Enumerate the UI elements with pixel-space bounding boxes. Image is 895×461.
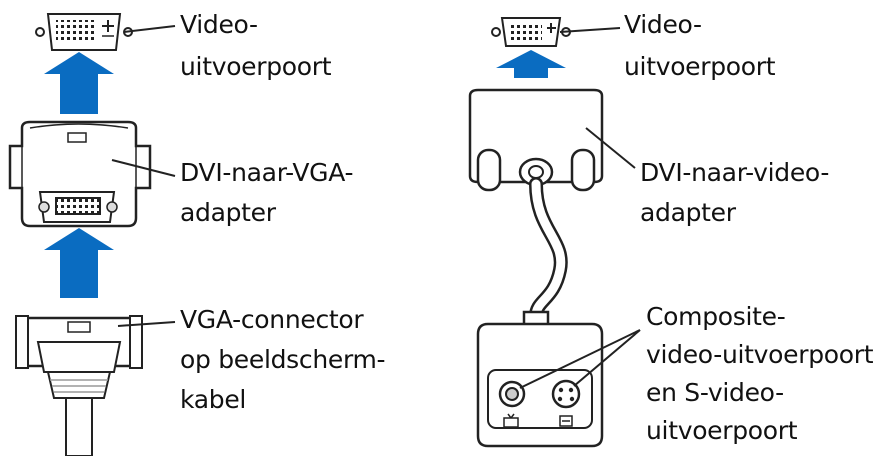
right-port-callout-line xyxy=(559,27,621,33)
left-vga-connector-icon xyxy=(15,315,143,457)
right-dvi-to-video-adapter-icon xyxy=(468,88,604,192)
right-adapter-callout-line xyxy=(585,127,636,169)
right-arrow xyxy=(496,50,566,78)
right-adapter-label-line2: adapter xyxy=(640,198,736,227)
outputs-label-line4: uitvoerpoort xyxy=(646,416,798,445)
left-port-label-line2: uitvoerpoort xyxy=(180,52,332,81)
left-lower-arrow xyxy=(44,228,114,298)
left-adapter-label-line2: adapter xyxy=(180,198,276,227)
outputs-label-line1: Composite- xyxy=(646,302,786,331)
left-connector-label-line1: VGA-connector xyxy=(180,305,364,334)
outputs-label-line2: video-uitvoerpoort xyxy=(646,340,874,369)
right-port-label-line1: Video- xyxy=(624,10,702,39)
right-dvi-port-icon xyxy=(491,17,571,47)
right-port-label-line2: uitvoerpoort xyxy=(624,52,776,81)
left-upper-arrow xyxy=(44,52,114,114)
left-connector-label-line3: kabel xyxy=(180,385,247,414)
svideo-callout-line xyxy=(573,329,641,387)
left-connector-callout-line xyxy=(117,321,176,327)
left-dvi-port-icon xyxy=(35,13,133,51)
right-composite-svideo-box-icon xyxy=(476,322,604,448)
left-connector-label-line2: op beeldscherm- xyxy=(180,345,386,374)
outputs-label-line3: en S-video- xyxy=(646,378,784,407)
left-adapter-callout-line xyxy=(111,159,176,177)
right-cable-icon xyxy=(522,177,568,328)
left-dvi-to-vga-adapter-icon xyxy=(8,120,152,228)
right-adapter-label-line1: DVI-naar-video- xyxy=(640,158,830,187)
left-port-callout-line xyxy=(123,25,176,33)
left-port-label-line1: Video- xyxy=(180,10,258,39)
left-adapter-label-line1: DVI-naar-VGA- xyxy=(180,158,354,187)
composite-callout-line xyxy=(519,329,641,389)
